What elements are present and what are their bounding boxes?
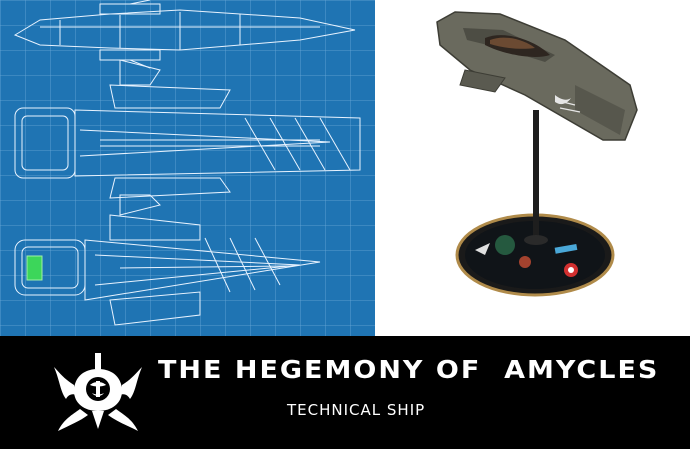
blueprint-top-view <box>13 0 356 69</box>
blueprint-panel <box>0 0 375 336</box>
blueprint-drawing <box>0 0 375 336</box>
miniature-panel <box>375 0 690 336</box>
blueprint-bottom-view <box>14 214 321 326</box>
miniature-model-illustration <box>436 11 638 297</box>
hegemony-emblem-icon <box>54 353 142 431</box>
banner-subtitle: TECHNICAL SHIP <box>287 401 426 419</box>
engine-glow <box>26 255 43 281</box>
blueprint-side-view <box>14 59 361 216</box>
banner-title: THE HEGEMONY OF AMYCLES <box>158 355 660 385</box>
miniature-ship <box>436 11 638 141</box>
